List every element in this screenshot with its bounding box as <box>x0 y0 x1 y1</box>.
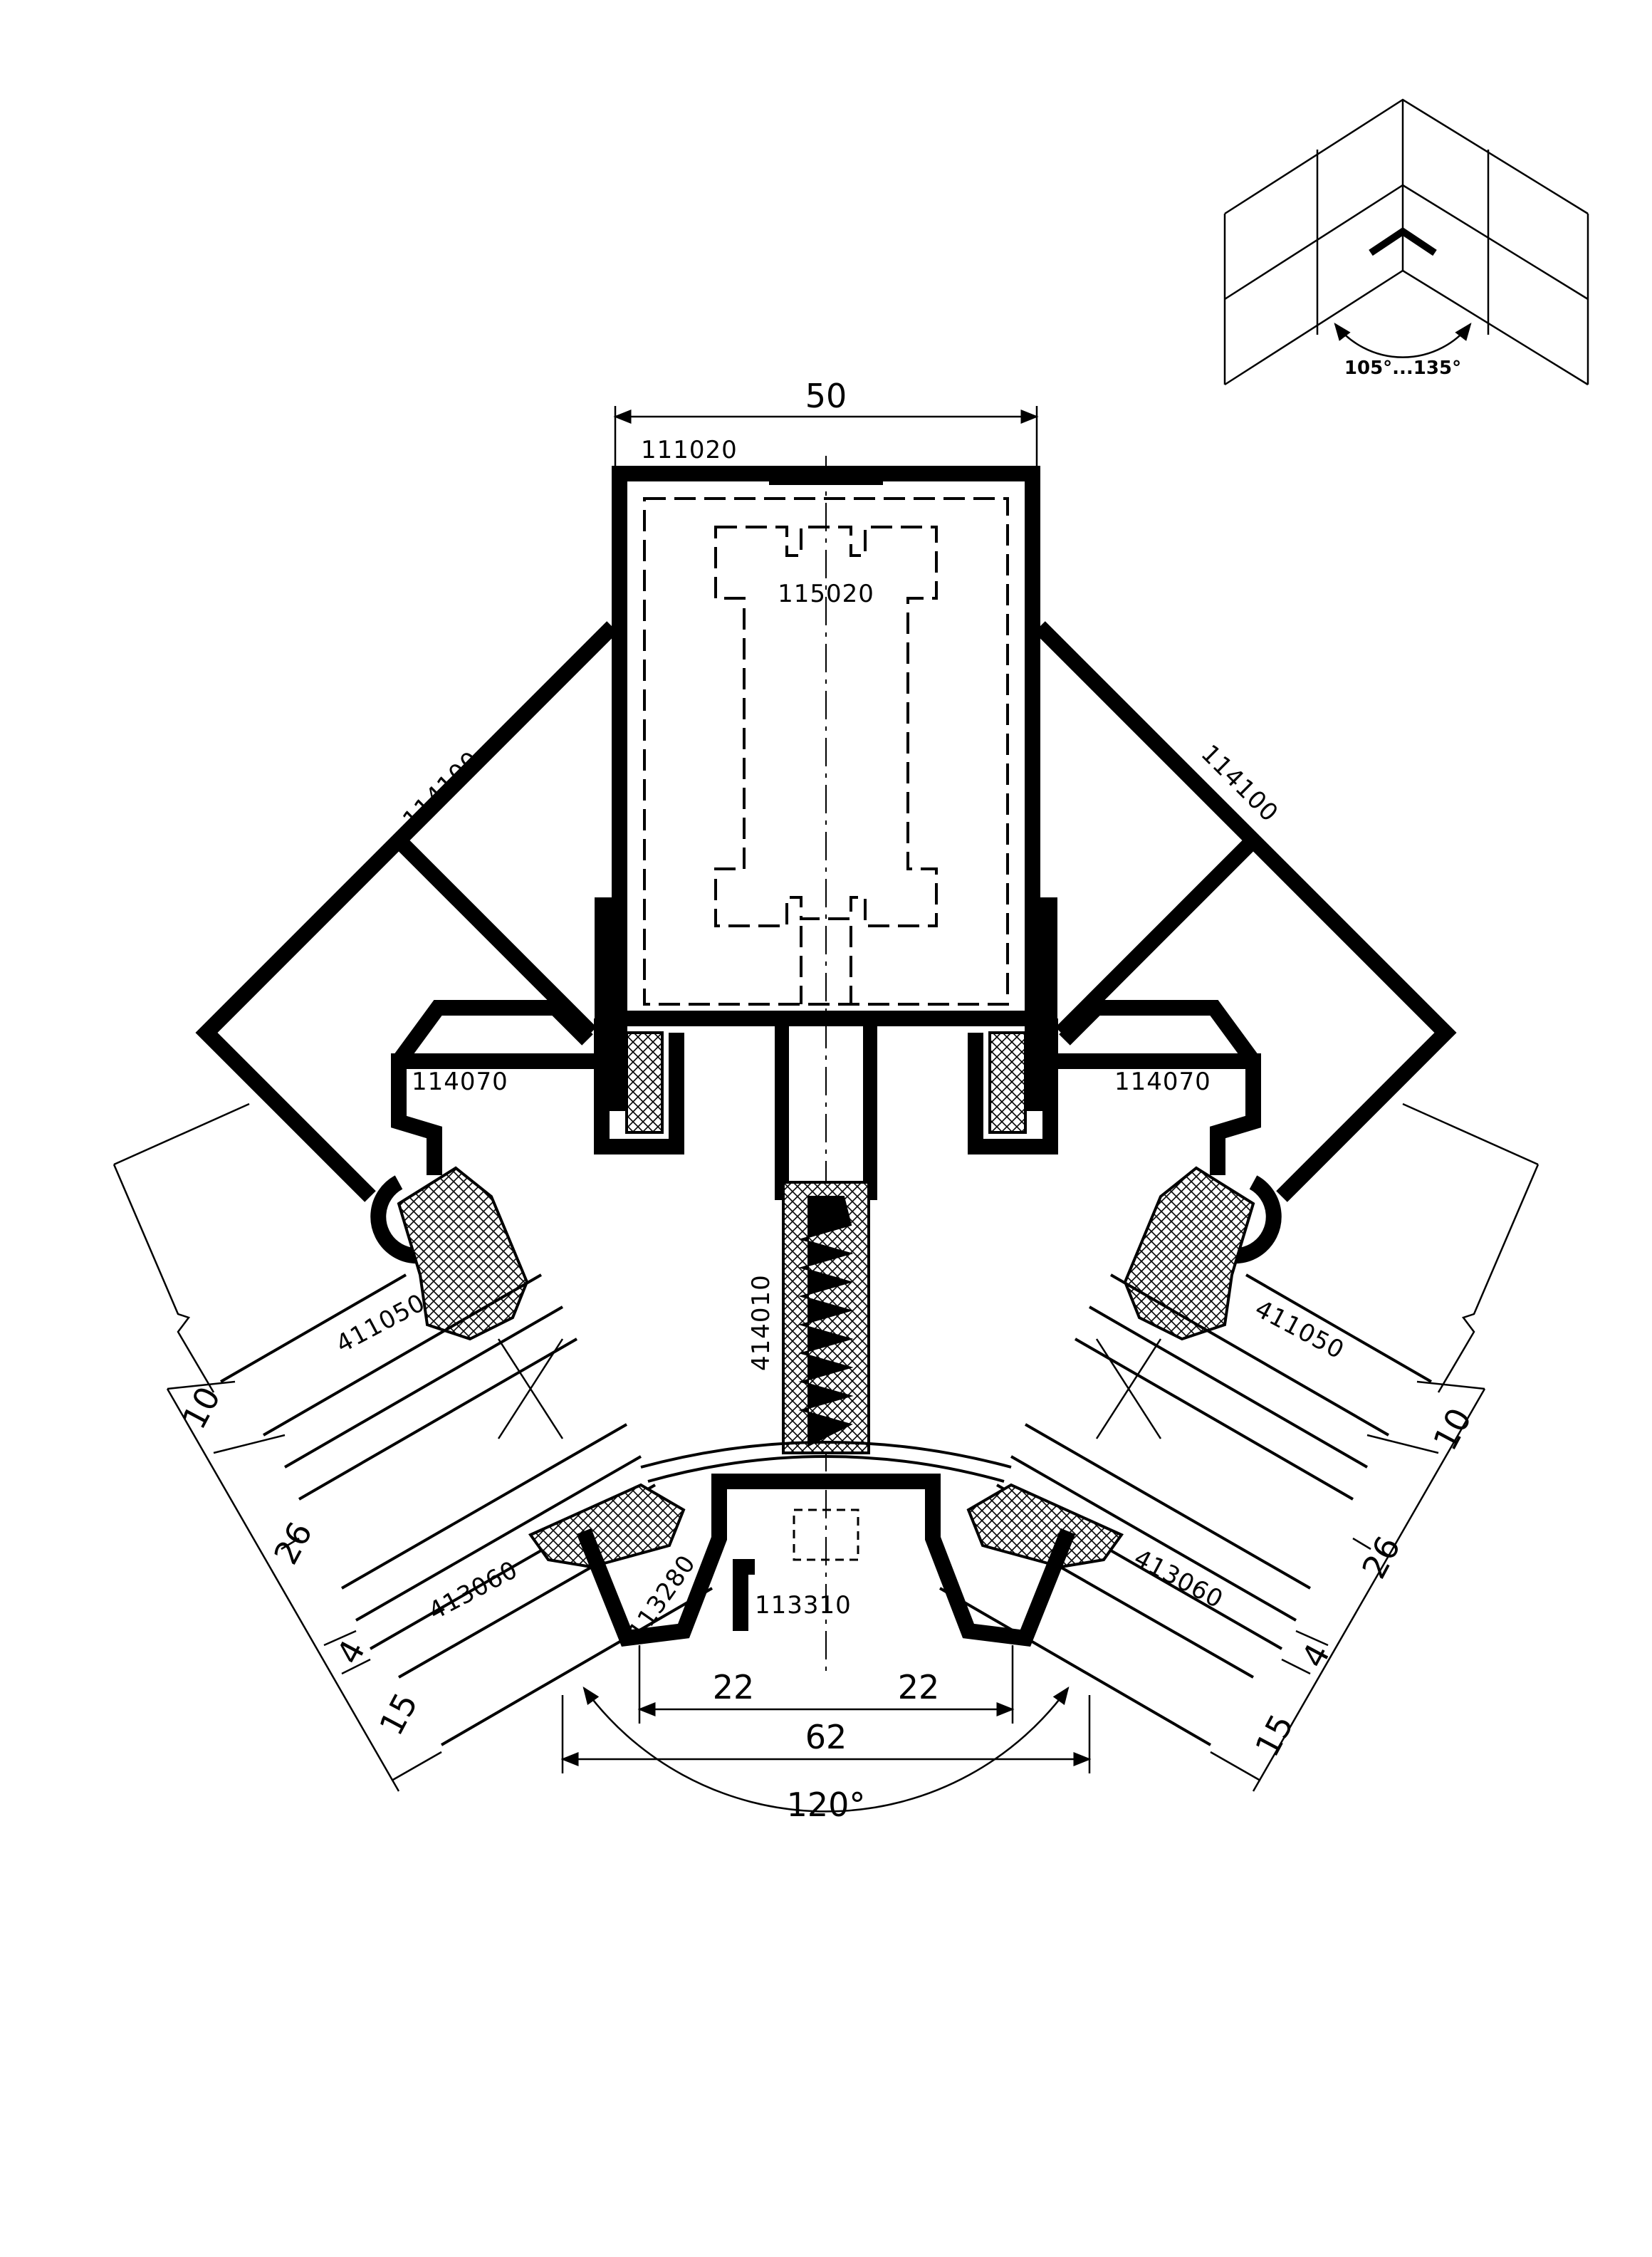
left-dim-4: 4 <box>329 1634 372 1670</box>
left-dim-15: 15 <box>372 1687 425 1741</box>
angle-range-inset: 105°...135° <box>1223 98 1589 386</box>
mullion-profile <box>594 466 1058 1200</box>
angle-range-label: 105°...135° <box>1344 358 1461 379</box>
left-dim-10: 10 <box>174 1380 228 1435</box>
left-arm-part-number: 114100 <box>397 746 486 834</box>
right-glass-unit <box>939 1273 1432 1746</box>
right-outer-gasket: 413060 <box>966 1483 1228 1615</box>
insert-part-number: 115020 <box>778 580 874 608</box>
left-dimension-chain: 10 26 4 15 <box>113 1103 442 1792</box>
screw-assembly: 414010 <box>747 1181 870 1454</box>
cover-cap-profile: 113310 <box>733 1508 859 1631</box>
right-dim-10: 10 <box>1426 1402 1479 1456</box>
left-arm-profile: 114100 <box>195 621 618 1202</box>
left-dim-26: 26 <box>266 1516 320 1570</box>
dim-top-width-label: 50 <box>805 377 847 415</box>
dim-top-width: 50 <box>613 377 1039 470</box>
dim-angle: 120° <box>787 1786 866 1824</box>
right-clamp-part-number: 114070 <box>1114 1068 1211 1096</box>
right-arm-profile: 114100 <box>1034 621 1457 1202</box>
cover-cap-part-number: 113310 <box>755 1591 852 1620</box>
right-dim-26: 26 <box>1354 1530 1408 1585</box>
dim-bottom-width: 62 <box>805 1718 847 1756</box>
dim-half-left: 22 <box>713 1668 755 1706</box>
dim-half-right: 22 <box>898 1668 940 1706</box>
right-arm-part-number: 114100 <box>1196 739 1284 828</box>
left-slot-thread <box>625 1031 664 1134</box>
right-glazing-gasket: 411050 <box>1123 1166 1349 1365</box>
bottom-dimensions: 22 22 62 120° <box>560 1645 1092 1824</box>
mullion-part-number: 111020 <box>641 436 738 464</box>
left-clamp-profile: 114070 <box>370 1000 595 1264</box>
right-dimension-chain: 10 26 4 15 <box>1210 1103 1539 1792</box>
screw-part-number: 414010 <box>747 1274 775 1371</box>
left-clamp-part-number: 114070 <box>412 1068 508 1096</box>
right-slot-thread <box>988 1031 1027 1134</box>
insert-profile: 115020 <box>643 497 1009 1006</box>
right-dim-15: 15 <box>1248 1708 1301 1763</box>
